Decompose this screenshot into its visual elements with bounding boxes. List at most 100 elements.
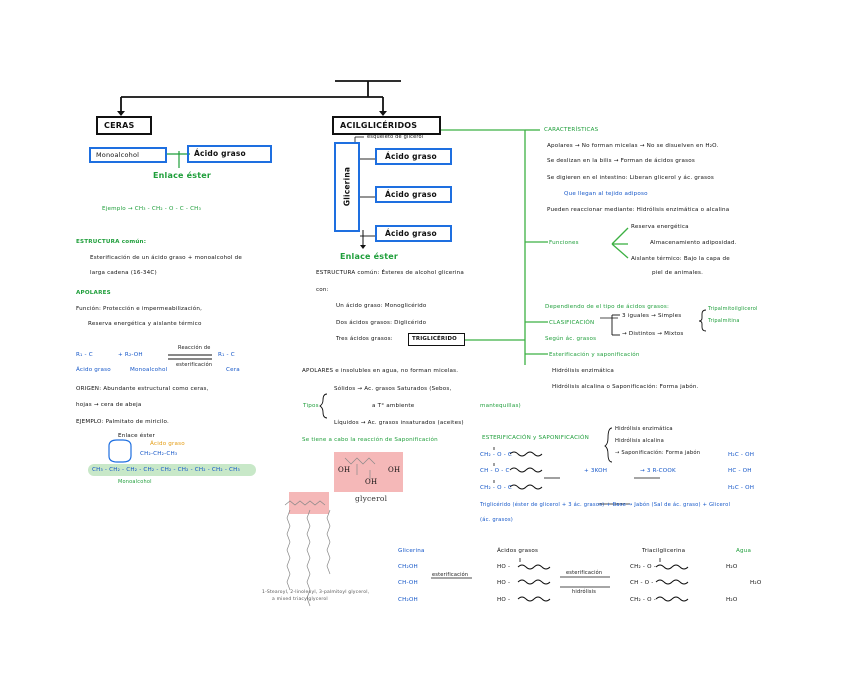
esqueleto-label: esqueleto de glicerol — [367, 134, 424, 140]
sapo-title: ESTERIFICACIÓN y SAPONIFICACIÓN — [482, 435, 590, 441]
caract-3: Se digieren en el intestino: Liberan gli… — [547, 175, 715, 181]
caract-1: Apolares → No forman micelas → No se dis… — [547, 143, 719, 149]
funcion-2: Almacenamiento adiposidad. — [650, 240, 737, 246]
ejemplo-ceras: Ejemplo → CH₃ - CH₂ - O - C - CH₃ — [102, 206, 202, 212]
bottom-w1: H₂O — [726, 564, 738, 570]
apolares-acil: APOLARES e insolubles en agua, no forman… — [302, 368, 459, 374]
tipos-label: Tipos — [303, 403, 319, 409]
tripalmitina: Tripalmitina — [708, 318, 740, 324]
gl-oh-2: OH — [365, 478, 378, 486]
estructura-ceras-1: Esterificación de un ácido graso + monoa… — [90, 255, 243, 261]
estructura-acil-2: con: — [316, 287, 329, 293]
gl-oh-1: OH — [338, 466, 351, 474]
caracteristicas-title: CARACTERÍSTICAS — [544, 127, 599, 133]
tag-caption-2: a mixed triacylglycerol — [272, 597, 328, 602]
sapo-koh: + 3KOH — [584, 468, 608, 474]
ejemplo2-ceras: EJEMPLO: Palmitato de miricilo. — [76, 419, 170, 425]
bottom-w2: H₂O — [750, 580, 762, 586]
bottom-agua: Agua — [736, 548, 752, 554]
acilgliceridos-box — [332, 116, 441, 135]
bottom-g3: CH₂OH — [398, 597, 418, 603]
caract-4: Que llegan al tejido adiposo — [564, 191, 648, 197]
clasificacion-title: CLASIFICACIÓN — [549, 320, 595, 326]
bottom-a1: HO - — [497, 564, 511, 570]
enlace-ester-ceras: Enlace éster — [153, 171, 212, 180]
origen-ceras: ORIGEN: Abundante estructural como ceras… — [76, 386, 209, 392]
estructura-ceras-2: larga cadena (16-34C) — [90, 270, 157, 276]
ceras-title: CERAS — [104, 121, 135, 130]
caract-5: Pueden reaccionar mediante: Hidrólisis e… — [547, 207, 730, 213]
sapo-r1: CH₂ - O - C — [480, 452, 513, 458]
reaction-top-label: Reacción de — [178, 345, 211, 351]
glicerina-label: Glicerina — [342, 166, 352, 207]
dependiendo-label: Dependiendo de el tipo de ácidos grasos: — [545, 304, 670, 310]
saponificacion-note: Se tiene a cabo la reacción de Saponific… — [302, 437, 438, 443]
bottom-triacil: Triacilglicerina — [642, 548, 686, 554]
acilgliceridos-title: ACILGLICÉRIDOS — [340, 121, 418, 130]
clasif-distintos: → Distintos → Mixtos — [622, 331, 684, 337]
palmitate-formula-bottom: CH₃ - CH₂ - CH₂ - CH₂ - CH₂ - CH₂ - CH₂ … — [92, 467, 240, 473]
acido-graso-2-label: Ácido graso — [385, 190, 437, 199]
bottom-w3: H₂O — [726, 597, 738, 603]
bottom-esterif2: esterificación — [566, 570, 603, 576]
enlace-ester-acil: Enlace éster — [340, 252, 399, 261]
reaction-r1: R₁ - C — [76, 352, 93, 358]
bottom-acidos: Ácidos grasos — [497, 548, 539, 554]
sapo-p2: HC - OH — [728, 468, 752, 474]
reaction-product: R₁ - C — [218, 352, 235, 358]
bottom-a2: HO - — [497, 580, 511, 586]
sapo-option-1: Hidrólisis enzimática — [615, 426, 673, 432]
bottom-g1: CH₂OH — [398, 564, 418, 570]
sapo-r3: CH₂ - O - C — [480, 485, 513, 491]
gl-oh-3: OH — [388, 466, 401, 474]
tag-caption-1: 1-Stearoyl, 2-linoleoyl, 3-palmitoyl gly… — [262, 590, 370, 595]
reaction-bottom-label: esterificación — [176, 362, 213, 368]
trigliceridos-box — [408, 333, 465, 346]
sapo-option-2: Hidrólisis alcalina — [615, 438, 665, 444]
funcion-3b: piel de animales. — [652, 270, 704, 276]
funcion-3: Aislante térmico: Bajo la capa de — [631, 256, 730, 262]
estructura-acil: ESTRUCTURA común: Ésteres de alcohol gli… — [316, 270, 465, 276]
glicerina-box — [334, 142, 360, 232]
caract-2: Se deslizan en la bilis → Forman de ácid… — [547, 158, 696, 164]
bottom-t1: CH₂ - O - — [630, 564, 656, 570]
clasif-iguales: 3 iguales → Simples — [622, 313, 682, 319]
reaction-label-cera: Cera — [226, 367, 240, 373]
acido-graso-box-1 — [375, 148, 452, 165]
monogliceridos: Un ácido graso: Monoglicérido — [336, 303, 427, 309]
bottom-hidrolisis: hidrólisis — [572, 589, 597, 595]
sapo-option-3: → Saponificación: Forma jabón — [615, 450, 701, 456]
trigliceridos-label: TRIGLICÉRIDO — [412, 336, 457, 342]
solidos-line: Sólidos → Ac. grasos Saturados (Sebos, — [334, 386, 452, 392]
bottom-esterif: esterificación — [432, 572, 469, 578]
funcion-1: Reserva energética — [631, 224, 689, 230]
acido-graso-box-3 — [375, 225, 452, 242]
digliceridos: Dos ácidos grasos: Diglicérido — [336, 320, 427, 326]
sapo-r2: CH - O - C — [480, 468, 510, 474]
reaction-label-acid: Ácido graso — [76, 367, 111, 373]
estructura-ceras-title: ESTRUCTURA común: — [76, 239, 147, 245]
funciones-title: Funciones — [549, 240, 579, 246]
liquidos-line: Líquidos → Ac. grasos insaturados (aceit… — [334, 420, 464, 426]
acido-graso-2: Ácido graso — [150, 441, 185, 447]
apolares-ceras: APOLARES — [76, 290, 111, 296]
bottom-t2: CH - O - — [630, 580, 654, 586]
segun-acidos: Según ác. grasos — [545, 336, 597, 342]
monoalcohol-label: Monoalcohol — [96, 151, 140, 159]
sapo-summary-2: (ác. grasos) — [480, 517, 513, 523]
temp-ambiente: a T° ambiente — [372, 403, 415, 409]
sapo-p3: H₂C - OH — [728, 485, 755, 491]
acido-graso-box — [187, 145, 272, 163]
bottom-t3: CH₂ - O - — [630, 597, 656, 603]
sapo-arrow: → 3 R-COOK — [640, 468, 676, 474]
bottom-glicerina: Glicerina — [398, 548, 425, 554]
acido-graso-3: Ácido graso — [385, 229, 437, 238]
hidrolisis-enzimatica: Hidrólisis enzimática — [552, 368, 614, 374]
mantequillas: mantequillas) — [480, 403, 521, 409]
funcion-ceras: Función: Protección e impermeabilización… — [76, 306, 203, 312]
sapo-summary: Triglicérido (éster de glicerol + 3 ác. … — [480, 502, 731, 508]
reaction-label-mono: Monoalcohol — [130, 367, 168, 373]
origen-ceras-2: hojas → cera de abeja — [76, 402, 142, 408]
enlace-ester-2: Enlace éster — [118, 433, 156, 439]
